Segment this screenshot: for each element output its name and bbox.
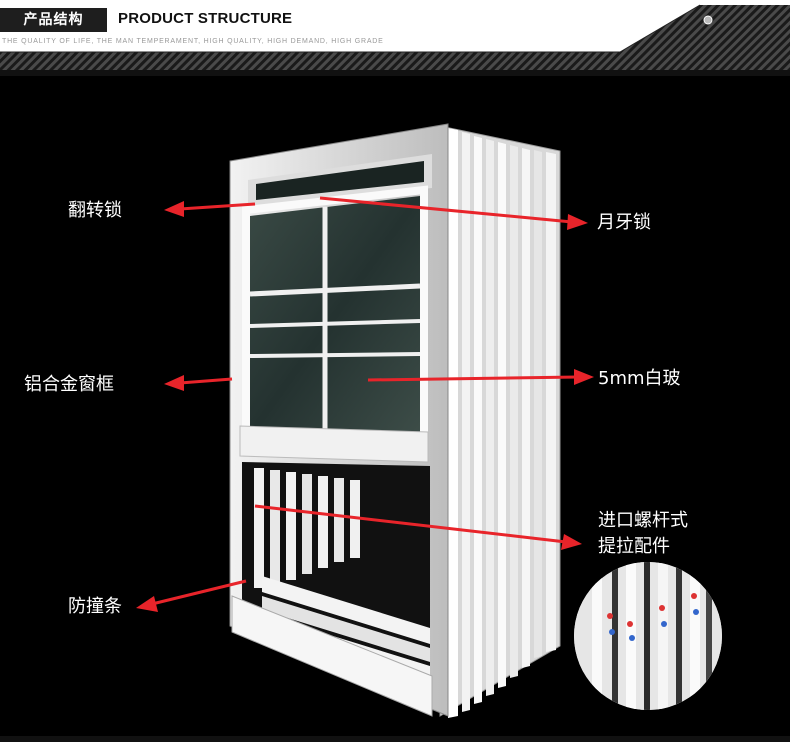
label-aluminum-frame: 铝合金窗框	[24, 374, 114, 395]
product-photo-area: 翻转锁 月牙锁 铝合金窗框 5mm白玻 进口螺杆式 提拉配件 防撞条	[0, 76, 790, 742]
section-subtitle: THE QUALITY OF LIFE, THE MAN TEMPERAMENT…	[2, 38, 384, 45]
bottom-sill	[231, 595, 433, 717]
section-title-cn: 产品结构	[0, 8, 107, 32]
section-title-en: PRODUCT STRUCTURE	[118, 10, 293, 27]
label-glass: 5mm白玻	[598, 368, 681, 389]
label-crescent-lock: 月牙锁	[597, 212, 651, 233]
rivet-icon	[703, 15, 713, 25]
meeting-rail	[239, 425, 429, 463]
glass-pane	[250, 196, 420, 436]
window-illustration	[136, 123, 722, 718]
label-balance-line2: 提拉配件	[598, 536, 670, 557]
callout-arrows	[136, 196, 594, 612]
bottom-divider	[0, 736, 790, 742]
label-balance-line1: 进口螺杆式	[598, 510, 688, 531]
label-tilt-lock: 翻转锁	[68, 200, 122, 221]
section-header: 产品结构 PRODUCT STRUCTURE THE QUALITY OF LI…	[0, 0, 790, 76]
header-stripe-decoration	[0, 4, 790, 76]
detail-zoom-circle	[574, 562, 722, 710]
label-bumper-strip: 防撞条	[68, 596, 122, 617]
